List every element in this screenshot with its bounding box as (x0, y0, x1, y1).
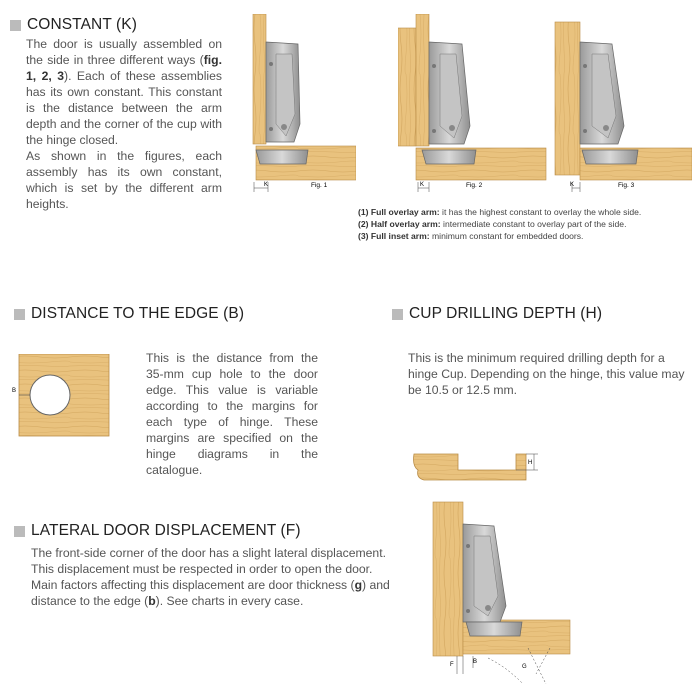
constant-text: The door is usually assembled on the sid… (26, 37, 222, 147)
lateral-text: The front-side corner of the door has a … (31, 546, 390, 608)
b-label: B (473, 659, 477, 665)
cup-heading: CUP DRILLING DEPTH (H) (392, 305, 602, 323)
section-marker (10, 19, 21, 31)
distance-title: DISTANCE TO THE EDGE (B) (31, 305, 245, 322)
hinge-figure-3: K Fig. 3 (554, 21, 692, 192)
cup-text: This is the minimum required drilling de… (408, 351, 685, 397)
constant-heading: CONSTANT (K) (10, 16, 137, 34)
arm-notes: (1) Full overlay arm: it has the highest… (358, 206, 693, 242)
hinge-cup (255, 149, 309, 165)
cup-hole (29, 374, 71, 416)
lateral-title: LATERAL DOOR DISPLACEMENT (F) (31, 522, 301, 539)
figure-caption: Fig. 1 (311, 182, 328, 189)
distance-heading: DISTANCE TO THE EDGE (B) (14, 305, 244, 323)
drilling-depth-diagram: H (413, 453, 538, 481)
door-swing-arc (487, 657, 524, 685)
door-section (413, 453, 527, 481)
note-full-overlay: (1) Full overlay arm: it has the highest… (358, 207, 642, 217)
cup-title: CUP DRILLING DEPTH (H) (409, 305, 603, 322)
k-label: K (570, 182, 574, 188)
hinge-figure-1: K Fig. 1 (252, 14, 356, 192)
b-label: B (12, 388, 16, 394)
note-half-overlay: (2) Half overlay arm: intermediate const… (358, 219, 627, 229)
figure-caption: Fig. 3 (618, 182, 635, 189)
g-label: G (522, 664, 527, 670)
hinge-cup (581, 149, 639, 165)
f-label: F (450, 662, 454, 668)
cabinet-side (252, 14, 267, 145)
section-marker (392, 308, 403, 320)
cabinet-side (398, 27, 417, 147)
constant-title: CONSTANT (K) (27, 16, 137, 33)
figure-caption: Fig. 2 (466, 182, 483, 189)
hinge-cup (465, 621, 523, 637)
cabinet-side (432, 501, 464, 657)
section-marker (14, 308, 25, 320)
edge-distance-diagram: B (12, 354, 110, 437)
distance-text: This is the distance from the 35-mm cup … (146, 351, 318, 477)
lateral-heading: LATERAL DOOR DISPLACEMENT (F) (14, 522, 301, 540)
cabinet-side (415, 14, 430, 147)
k-label: K (420, 182, 424, 188)
h-label: H (528, 460, 532, 466)
hinge-cup (421, 149, 477, 165)
note-full-inset: (3) Full inset arm: minimum constant for… (358, 231, 584, 241)
k-label: K (264, 182, 268, 188)
hinge-figure-2: K Fig. 2 (398, 14, 547, 192)
constant-text-2: As shown in the figures, each assembly h… (26, 149, 222, 211)
cabinet-side (554, 21, 581, 176)
lateral-displacement-diagram: F B G (432, 501, 571, 685)
section-marker (14, 525, 25, 537)
